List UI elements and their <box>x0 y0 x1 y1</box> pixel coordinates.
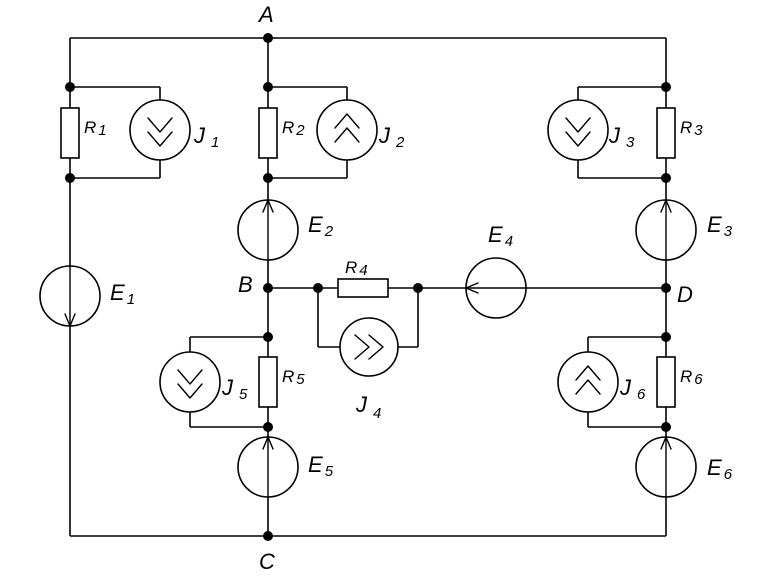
voltage-source-e5 <box>237 436 299 498</box>
arrow-down-icon <box>64 313 76 327</box>
junction-dot <box>263 531 273 541</box>
current-source-j3 <box>547 99 609 161</box>
chevron-up-icon <box>334 127 360 143</box>
junction-dot <box>661 173 671 183</box>
resistor-r6 <box>656 356 676 408</box>
junction-dot <box>263 422 273 432</box>
current-source-j1 <box>129 99 191 161</box>
chevron-right-icon <box>354 334 370 360</box>
junction-dot <box>263 173 273 183</box>
junction-dot <box>65 173 75 183</box>
voltage-source-e2 <box>237 199 299 261</box>
resistor-r5 <box>258 356 278 408</box>
chevron-right-icon <box>368 334 384 360</box>
voltage-sources <box>39 199 697 498</box>
current-source-j2 <box>316 99 378 161</box>
arrow-up-icon <box>262 199 274 213</box>
junction-dot <box>313 283 323 293</box>
resistors <box>60 107 676 408</box>
voltage-source-e6 <box>635 436 697 498</box>
current-source-j4 <box>339 317 399 377</box>
node-label-b: B <box>238 272 253 297</box>
node-labels: A C B D <box>238 2 693 574</box>
junction-dots <box>65 33 671 541</box>
voltage-source-e3 <box>635 199 697 261</box>
chevron-up-icon <box>334 113 360 129</box>
arrow-left-icon <box>465 282 479 294</box>
junction-dot <box>263 82 273 92</box>
voltage-source-e4 <box>465 257 527 319</box>
resistor-r2 <box>258 107 278 159</box>
resistor-r4 <box>337 278 389 298</box>
junction-dot <box>661 82 671 92</box>
junction-dot <box>65 82 75 92</box>
chevron-up-icon <box>575 379 601 395</box>
chevron-down-icon <box>177 383 203 399</box>
junction-dot <box>661 422 671 432</box>
junction-dot <box>661 332 671 342</box>
junction-dot <box>263 283 273 293</box>
resistor-r3 <box>656 107 676 159</box>
node-label-d: D <box>677 282 693 307</box>
current-source-j5 <box>159 351 221 413</box>
chevron-down-icon <box>147 131 173 147</box>
node-label-a: A <box>257 2 274 27</box>
chevron-up-icon <box>575 365 601 381</box>
chevron-down-icon <box>565 131 591 147</box>
voltage-source-e1 <box>39 265 101 327</box>
arrow-up-icon <box>660 199 672 213</box>
junction-dot <box>263 33 273 43</box>
current-source-j6 <box>557 351 619 413</box>
arrow-up-icon <box>262 436 274 450</box>
current-sources <box>129 99 619 413</box>
node-label-c: C <box>259 549 275 574</box>
arrow-up-icon <box>660 436 672 450</box>
chevron-down-icon <box>177 369 203 385</box>
junction-dot <box>413 283 423 293</box>
junction-dot <box>263 332 273 342</box>
chevron-down-icon <box>147 117 173 133</box>
junction-dot <box>661 283 671 293</box>
resistor-r1 <box>60 107 80 159</box>
chevron-down-icon <box>565 117 591 133</box>
